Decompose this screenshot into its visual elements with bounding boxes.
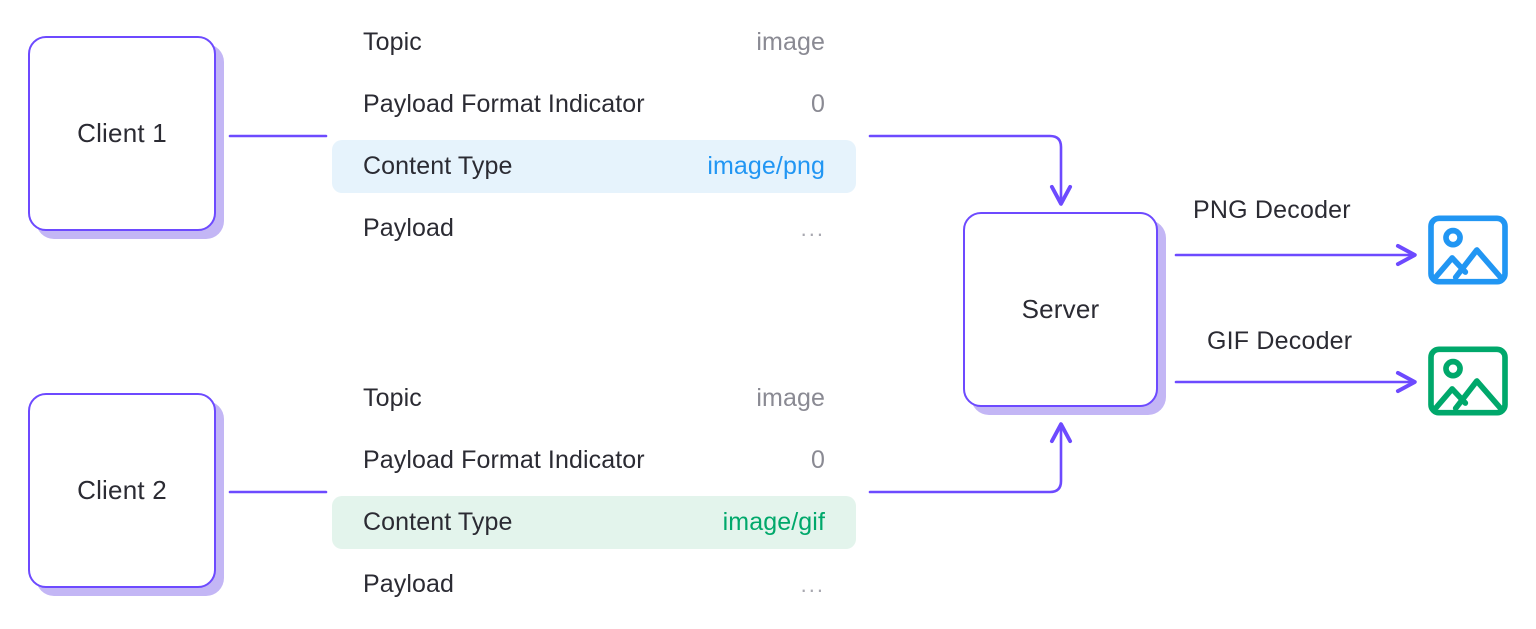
gif-decoder-label: GIF Decoder [1207, 327, 1353, 355]
table-row: Payload ... [332, 558, 856, 611]
gif-image-icon [1428, 346, 1508, 416]
message-field-value: ... [800, 571, 825, 597]
png-decoder-label: PNG Decoder [1193, 196, 1351, 224]
server-label: Server [1021, 294, 1100, 324]
client2-node[interactable]: Client 2 [28, 393, 216, 588]
table-row: Payload Format Indicator 0 [332, 78, 856, 131]
client2-message-table: Topic image Payload Format Indicator 0 C… [332, 372, 856, 620]
message-field-value: image [756, 384, 825, 412]
table-row-content-type: Content Type image/gif [332, 496, 856, 549]
message-field-key: Topic [363, 28, 422, 56]
message-field-value: ... [800, 215, 825, 241]
table-row-content-type: Content Type image/png [332, 140, 856, 193]
table-row: Payload Format Indicator 0 [332, 434, 856, 487]
client1-node[interactable]: Client 1 [28, 36, 216, 231]
table-row: Topic image [332, 16, 856, 69]
message-field-key: Payload [363, 570, 455, 598]
message-field-key: Topic [363, 384, 422, 412]
message-field-key: Content Type [363, 152, 513, 180]
client1-label: Client 1 [77, 118, 167, 148]
client1-message-table: Topic image Payload Format Indicator 0 C… [332, 16, 856, 264]
png-image-icon [1428, 215, 1508, 285]
message-field-value: image/png [707, 152, 825, 180]
message-field-value: image [756, 28, 825, 56]
message-field-key: Content Type [363, 508, 513, 536]
message-field-key: Payload [363, 214, 455, 242]
message-field-value: 0 [810, 446, 825, 474]
message-field-key: Payload Format Indicator [363, 90, 645, 118]
table-row: Topic image [332, 372, 856, 425]
server-node[interactable]: Server [963, 212, 1158, 407]
client2-label: Client 2 [77, 475, 167, 505]
wire-message2-to-server [868, 422, 1073, 494]
wire-message1-to-server [868, 134, 1073, 206]
table-row: Payload ... [332, 202, 856, 255]
message-field-key: Payload Format Indicator [363, 446, 645, 474]
message-field-value: 0 [810, 90, 825, 118]
message-field-value: image/gif [722, 508, 825, 536]
